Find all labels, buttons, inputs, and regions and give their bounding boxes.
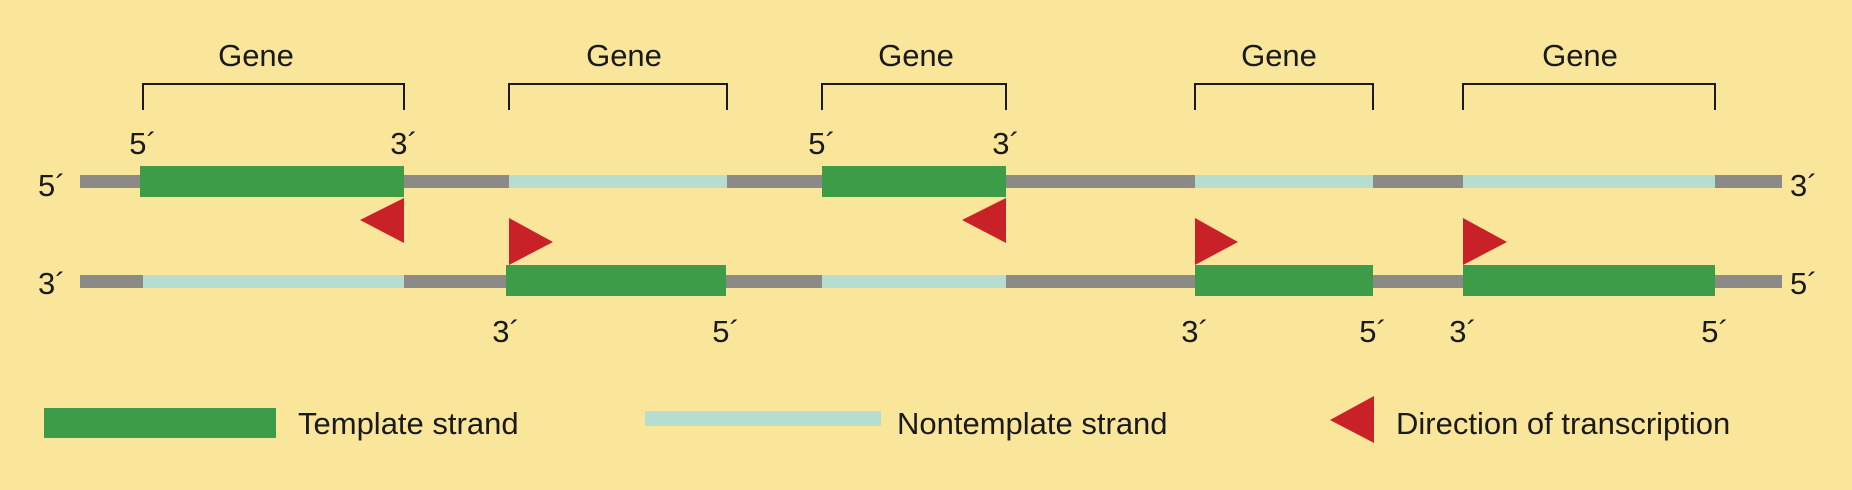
gene-bracket-1	[142, 83, 405, 110]
bottom-strand	[80, 265, 1782, 296]
gene-5-left-end: 3´	[1449, 314, 1477, 349]
bottom-nontemplate-segment-1	[143, 275, 404, 288]
gene-bracket-5	[1462, 83, 1716, 110]
top-strand-left-end: 5´	[38, 168, 66, 203]
right-arrow-icon	[509, 218, 553, 265]
legend-template-label: Template strand	[298, 406, 519, 441]
gene-label-4: Gene	[1241, 38, 1317, 73]
right-arrow-icon	[1463, 218, 1507, 265]
top-strand-right-end: 3´	[1790, 168, 1818, 203]
gene-brackets	[142, 83, 1716, 110]
gene-label-2: Gene	[586, 38, 662, 73]
gene-end-labels-top: 5´ 3´ 5´ 3´	[129, 126, 1020, 161]
top-template-segment-2	[822, 166, 1006, 197]
left-arrow-icon	[360, 198, 404, 243]
bottom-template-segment-1	[506, 265, 726, 296]
top-strand	[80, 166, 1782, 197]
strand-end-labels: 5´ 3´ 3´ 5´	[38, 168, 1818, 301]
bottom-strand-right-end: 5´	[1790, 266, 1818, 301]
gene-3-right-end: 3´	[992, 126, 1020, 161]
gene-end-labels-bottom: 3´ 5´ 3´ 5´ 3´ 5´	[492, 314, 1729, 349]
bottom-template-segment-2	[1195, 265, 1373, 296]
top-nontemplate-segment-1	[509, 175, 727, 188]
left-arrow-icon	[962, 198, 1006, 243]
gene-1-left-end: 5´	[129, 126, 157, 161]
legend-nontemplate-swatch	[645, 411, 881, 426]
gene-2-right-end: 5´	[712, 314, 740, 349]
bottom-nontemplate-segment-2	[822, 275, 1006, 288]
gene-label-3: Gene	[878, 38, 954, 73]
top-nontemplate-segment-3	[1463, 175, 1715, 188]
gene-1-right-end: 3´	[390, 126, 418, 161]
gene-label-5: Gene	[1542, 38, 1618, 73]
transcription-arrows	[360, 198, 1507, 265]
gene-3-left-end: 5´	[808, 126, 836, 161]
gene-bracket-4	[1194, 83, 1374, 110]
gene-4-right-end: 5´	[1359, 314, 1387, 349]
gene-label-1: Gene	[218, 38, 294, 73]
gene-bracket-2	[508, 83, 728, 110]
gene-2-left-end: 3´	[492, 314, 520, 349]
gene-5-right-end: 5´	[1701, 314, 1729, 349]
gene-labels: Gene Gene Gene Gene Gene	[218, 38, 1618, 73]
gene-bracket-3	[821, 83, 1007, 110]
top-nontemplate-segment-2	[1195, 175, 1373, 188]
legend-direction-label: Direction of transcription	[1396, 406, 1730, 441]
legend: Template strand Nontemplate strand Direc…	[44, 396, 1730, 443]
gene-4-left-end: 3´	[1181, 314, 1209, 349]
legend-template-swatch	[44, 408, 276, 438]
bottom-template-segment-3	[1463, 265, 1715, 296]
bottom-strand-left-end: 3´	[38, 266, 66, 301]
top-template-segment-1	[140, 166, 404, 197]
right-arrow-icon	[1195, 218, 1238, 265]
legend-direction-arrow-icon	[1330, 396, 1374, 443]
legend-nontemplate-label: Nontemplate strand	[897, 406, 1168, 441]
